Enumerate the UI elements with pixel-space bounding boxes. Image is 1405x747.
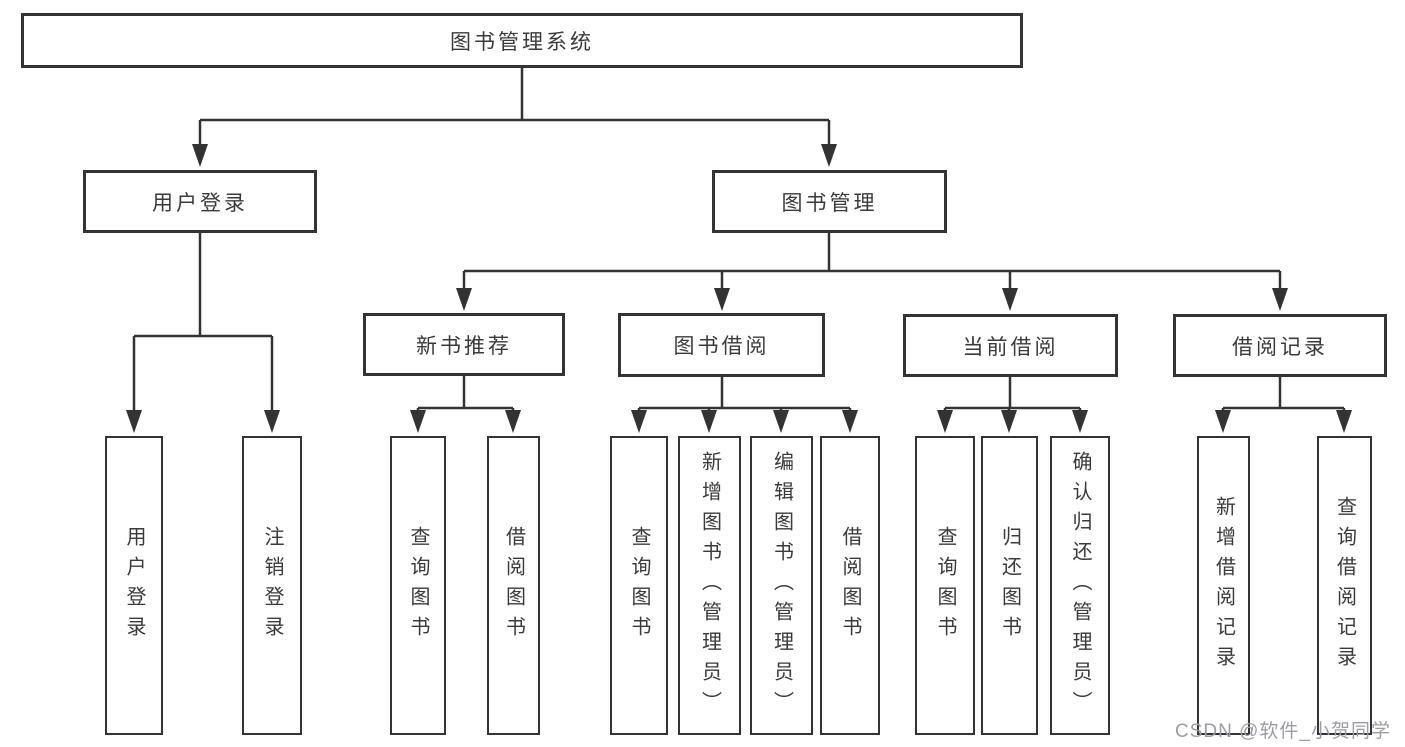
connector-root-to-level2 <box>198 68 831 146</box>
node-new-book-recommend: 新书推荐 <box>363 313 565 376</box>
node-book-borrow: 图书借阅 <box>618 313 825 377</box>
arrowhead-cb-query-books <box>937 410 953 433</box>
leaf-bb-query-books-label: 查询图书 <box>628 525 650 646</box>
leaf-bb-borrow-books: 借阅图书 <box>820 436 880 735</box>
node-library-management-system-label: 图书管理系统 <box>450 30 594 54</box>
leaf-cb-query-books: 查询图书 <box>915 436 975 735</box>
node-new-book-recommend-label: 新书推荐 <box>416 334 512 358</box>
node-library-management-system: 图书管理系统 <box>21 13 1023 68</box>
arrowhead-nbr-query-books <box>410 410 426 433</box>
csdn-watermark: CSDN @软件_小贺同学 <box>1175 721 1391 742</box>
arrowhead-current-borrow <box>1002 288 1018 311</box>
leaf-logout-label: 注销登录 <box>261 525 283 646</box>
node-current-borrow-label: 当前借阅 <box>962 335 1059 359</box>
leaf-bb-borrow-books-label: 借阅图书 <box>839 525 861 646</box>
arrowhead-br-add-record <box>1215 410 1231 433</box>
arrowhead-cb-confirm-return <box>1072 410 1088 433</box>
connector-user-login-group <box>132 233 274 412</box>
node-book-borrow-label: 图书借阅 <box>673 335 770 358</box>
leaf-bb-add-books-admin: 新增图书（管理员） <box>678 436 741 735</box>
arrowhead-leaf-user-login <box>126 410 142 433</box>
leaf-bb-edit-books-admin-label: 编辑图书（管理员） <box>770 450 793 721</box>
node-borrow-records: 借阅记录 <box>1173 314 1387 377</box>
connector-borrow-records-group <box>1221 377 1346 412</box>
leaf-nbr-borrow-books: 借阅图书 <box>487 436 540 735</box>
leaf-nbr-query-books: 查询图书 <box>390 436 446 735</box>
leaf-nbr-query-books-label: 查询图书 <box>407 525 429 646</box>
arrowhead-borrow-records <box>1272 288 1288 311</box>
arrowhead-bb-query-books <box>631 410 647 433</box>
arrowhead-bb-add-books <box>701 410 717 433</box>
connector-current-borrow-group <box>943 377 1082 412</box>
leaf-cb-query-books-label: 查询图书 <box>934 525 956 646</box>
leaf-nbr-borrow-books-label: 借阅图书 <box>502 525 525 646</box>
leaf-logout: 注销登录 <box>242 436 302 735</box>
leaf-cb-return-books: 归还图书 <box>981 436 1038 735</box>
arrowhead-new-book-recommend <box>456 288 472 311</box>
connector-new-book-recommend-group <box>416 376 515 412</box>
arrowhead-br-query-record <box>1336 410 1352 433</box>
arrowhead-nbr-borrow-books <box>505 410 521 433</box>
connector-book-borrow-group <box>637 377 852 412</box>
connector-book-management-to-level3 <box>462 233 1282 290</box>
leaf-cb-return-books-label: 归还图书 <box>998 525 1021 646</box>
leaf-bb-add-books-admin-label: 新增图书（管理员） <box>698 450 721 721</box>
arrowhead-bb-borrow-books <box>842 410 858 433</box>
node-user-login-label: 用户登录 <box>152 191 248 215</box>
leaf-user-login-label: 用户登录 <box>123 525 145 646</box>
node-current-borrow: 当前借阅 <box>903 314 1118 377</box>
leaf-cb-confirm-return-admin-label: 确认归还（管理员） <box>1069 450 1091 721</box>
arrowhead-leaf-logout <box>264 410 280 433</box>
arrowhead-user-login <box>192 144 208 167</box>
node-borrow-records-label: 借阅记录 <box>1232 335 1328 359</box>
arrowhead-bb-edit-books <box>773 410 789 433</box>
arrowhead-book-borrow <box>714 288 730 311</box>
leaf-br-add-record: 新增借阅记录 <box>1197 436 1250 735</box>
leaf-br-query-record-label: 查询借阅记录 <box>1333 495 1356 676</box>
node-book-management-label: 图书管理 <box>781 191 878 215</box>
leaf-user-login: 用户登录 <box>105 436 163 735</box>
leaf-br-query-record: 查询借阅记录 <box>1317 436 1372 735</box>
arrowhead-cb-return-books <box>1001 410 1017 433</box>
arrowhead-book-management <box>821 144 837 167</box>
leaf-br-add-record-label: 新增借阅记录 <box>1212 495 1235 676</box>
node-user-login: 用户登录 <box>83 170 317 233</box>
leaf-bb-edit-books-admin: 编辑图书（管理员） <box>750 436 813 735</box>
node-book-management: 图书管理 <box>712 170 947 233</box>
leaf-cb-confirm-return-admin: 确认归还（管理员） <box>1050 436 1110 735</box>
leaf-bb-query-books: 查询图书 <box>610 436 668 735</box>
